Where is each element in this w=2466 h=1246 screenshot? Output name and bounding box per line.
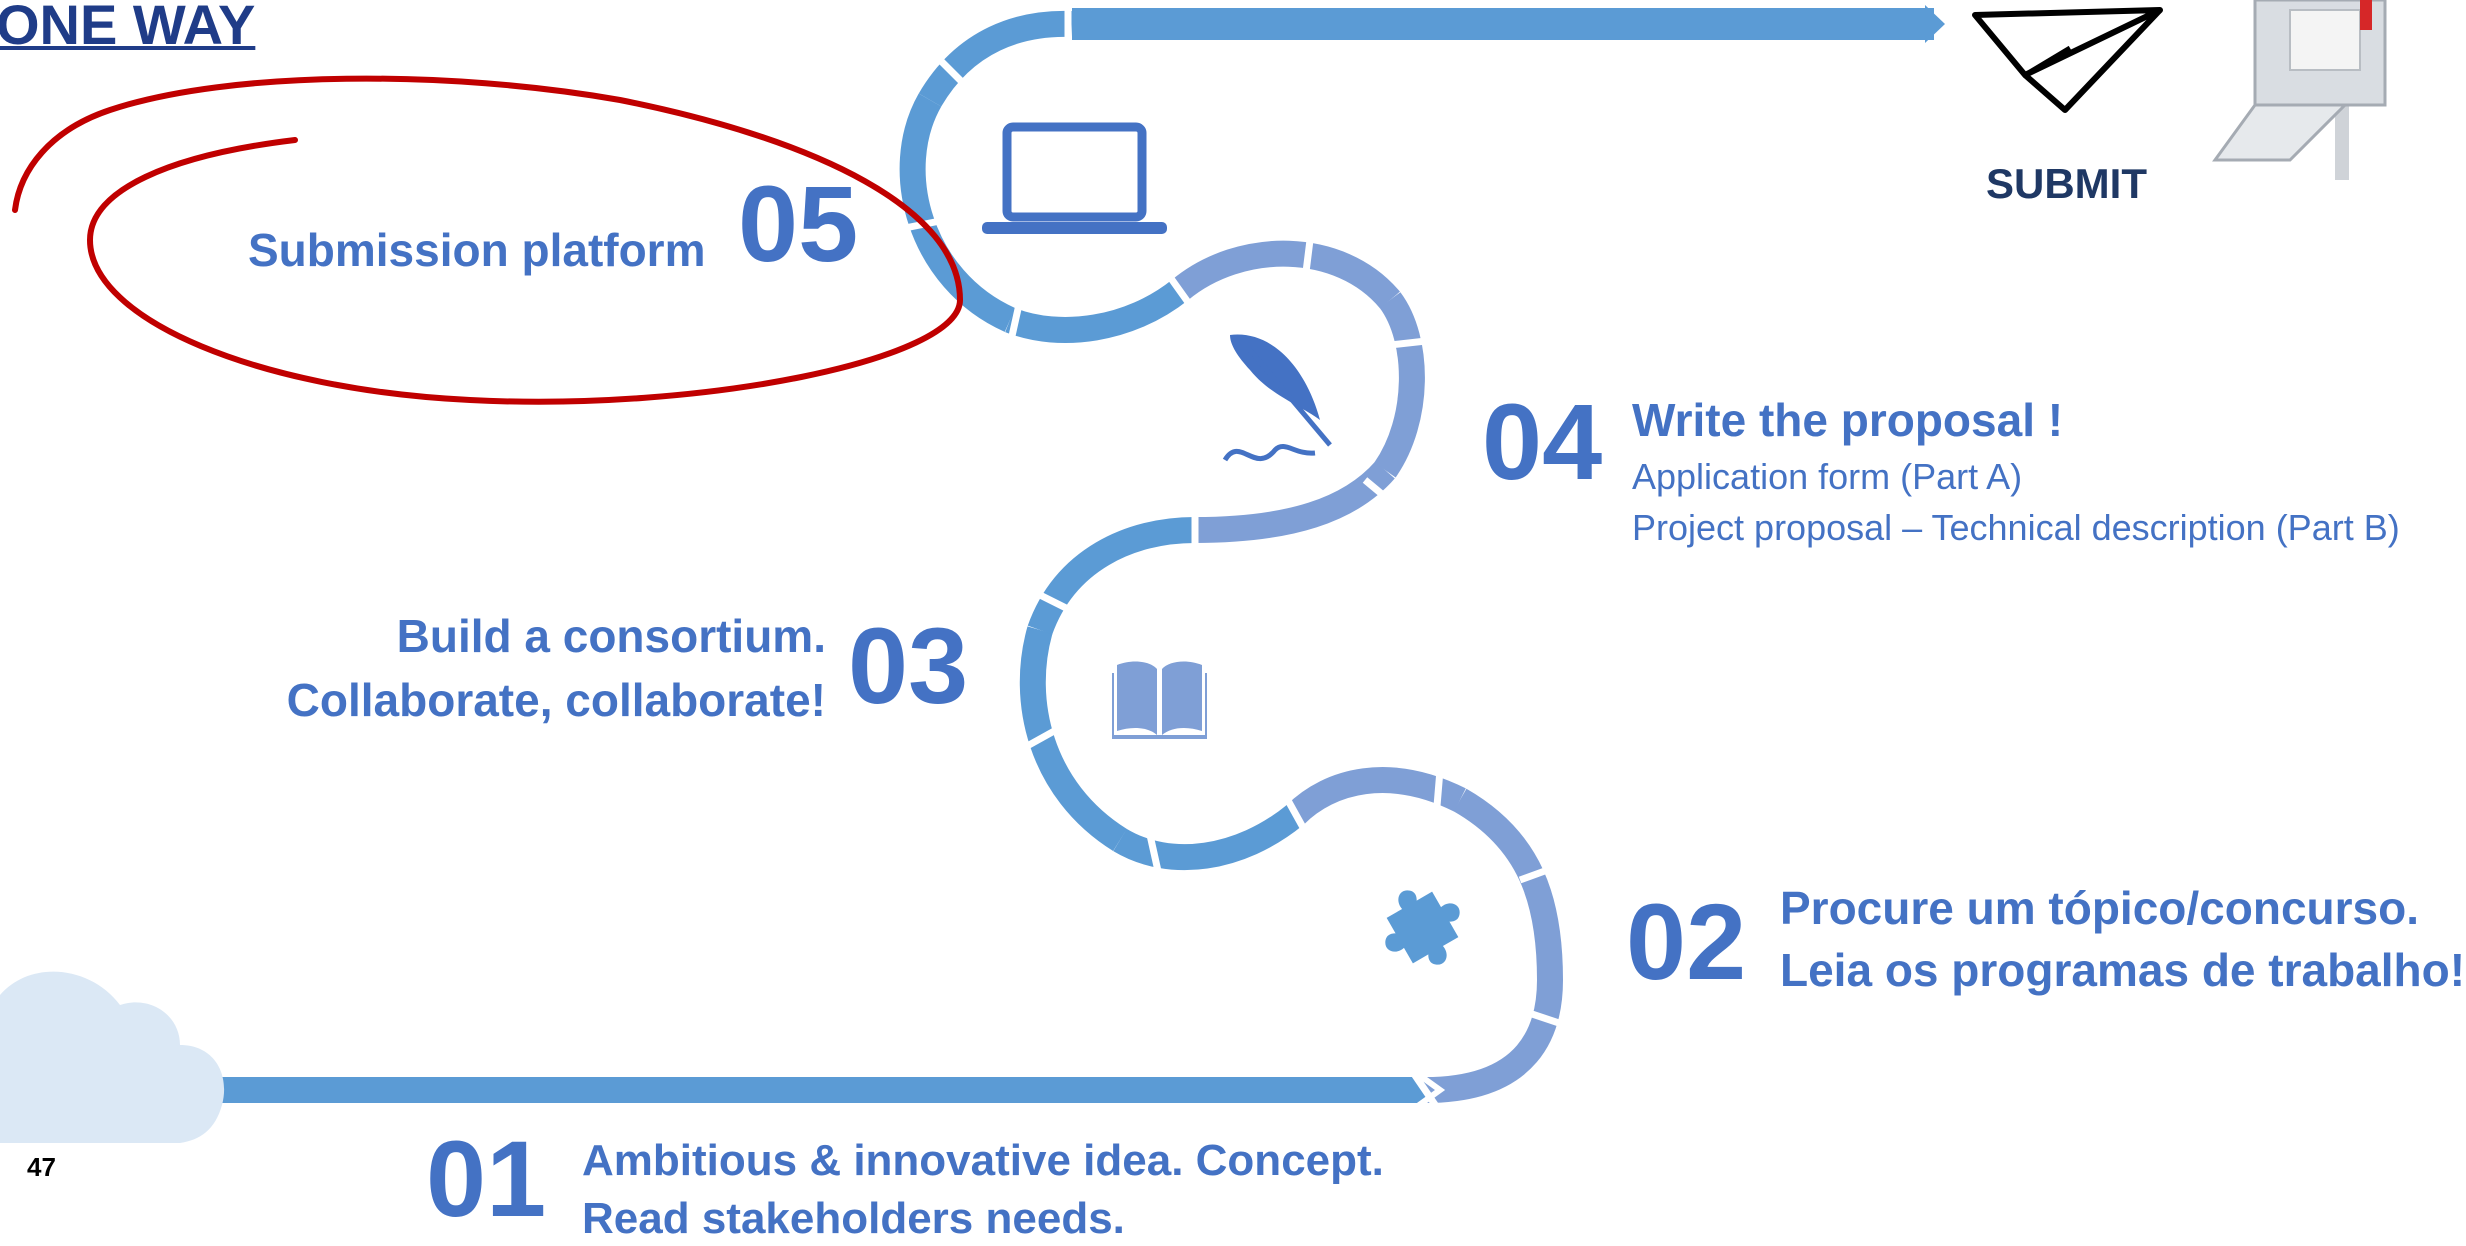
paper-plane-icon <box>1972 7 2163 113</box>
road-curve-1a <box>1424 979 1563 1103</box>
road-top-arrowhead <box>1925 5 1945 43</box>
step-02-number: 02 <box>1626 881 1747 1002</box>
step-05-title: Submission platform <box>248 224 706 276</box>
step-01-line-2: Read stakeholders needs. <box>582 1194 1125 1243</box>
road-curve-2c <box>1027 517 1196 635</box>
step-05-number: 05 <box>738 163 859 284</box>
step-01-line-1: Ambitious & innovative idea. Concept. <box>582 1136 1384 1185</box>
road-top-segment <box>1072 8 1934 40</box>
quill-icon <box>1222 334 1332 462</box>
road-curve-4a <box>1005 279 1189 343</box>
cloud-icon <box>0 971 225 1143</box>
puzzle-icon <box>1385 890 1460 965</box>
page-number: 47 <box>27 1152 56 1182</box>
road-curve-2a <box>1113 804 1304 871</box>
road-curve-3b <box>1374 292 1425 478</box>
road-curve-2b <box>1019 626 1128 852</box>
step-03-line-2: Collaborate, collaborate! <box>286 674 826 726</box>
mailbox-icon <box>2212 0 2387 180</box>
annotation-circle <box>12 75 964 405</box>
step-04-detail-1: Application form (Part A) <box>1632 456 2023 497</box>
step-01-number: 01 <box>426 1118 547 1239</box>
step-04-detail-2: Project proposal – Technical description… <box>1632 507 2400 548</box>
step-02-line-1: Procure um tópico/concurso. <box>1780 882 2419 934</box>
submit-label: SUBMIT <box>1986 160 2147 207</box>
page-title: ONE WAY <box>0 0 256 56</box>
road-curve-4c <box>918 10 1073 107</box>
step-04-number: 04 <box>1482 381 1603 502</box>
road-bottom-segment <box>200 1077 1425 1103</box>
road-curve-3a <box>1194 461 1395 543</box>
step-02-line-2: Leia os programas de trabalho! <box>1780 944 2466 996</box>
road-curve-3c <box>1171 240 1400 309</box>
step-04-title: Write the proposal ! <box>1632 394 2064 446</box>
book-icon <box>1112 661 1207 739</box>
step-03-number: 03 <box>848 605 969 726</box>
step-03-line-1: Build a consortium. <box>396 610 826 662</box>
laptop-icon <box>982 122 1167 234</box>
